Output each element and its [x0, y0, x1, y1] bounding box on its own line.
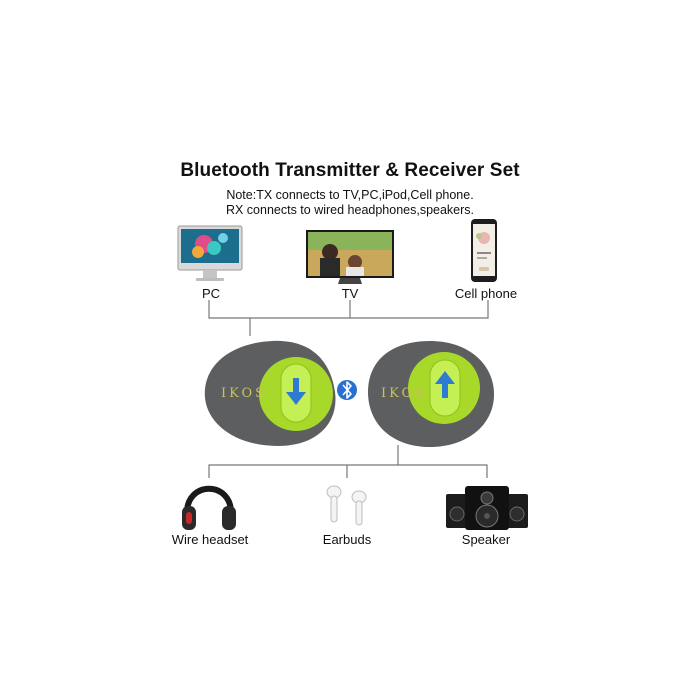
receiver-device	[368, 341, 495, 447]
source-connection-lines	[208, 300, 489, 336]
speaker-icon	[446, 486, 528, 530]
earbuds-icon	[326, 485, 367, 526]
note-line-2: RX connects to wired headphones,speakers…	[225, 203, 475, 217]
receiver-brand-label: IKOS	[380, 386, 428, 401]
arrow-up-icon	[435, 371, 455, 398]
transmitter-brand-label: IKOS	[220, 386, 268, 401]
transmitter-device	[204, 340, 336, 446]
label-speaker: Speaker	[461, 532, 511, 547]
label-pc: PC	[201, 286, 221, 301]
diagram-title: Bluetooth Transmitter & Receiver Set	[180, 160, 520, 181]
label-cell-phone: Cell phone	[454, 286, 518, 301]
label-wire-headset: Wire headset	[171, 532, 249, 547]
imac-monitor-icon	[177, 225, 243, 281]
arrow-down-icon	[286, 378, 306, 405]
note-line-1: Note:TX connects to TV,PC,iPod,Cell phon…	[226, 188, 474, 202]
label-earbuds: Earbuds	[322, 532, 372, 547]
smartphone-icon	[471, 219, 497, 282]
bluetooth-icon	[337, 380, 357, 400]
tv-icon	[306, 230, 394, 284]
headphones-icon	[182, 485, 236, 530]
output-connection-lines	[208, 445, 488, 478]
label-tv: TV	[341, 286, 359, 301]
